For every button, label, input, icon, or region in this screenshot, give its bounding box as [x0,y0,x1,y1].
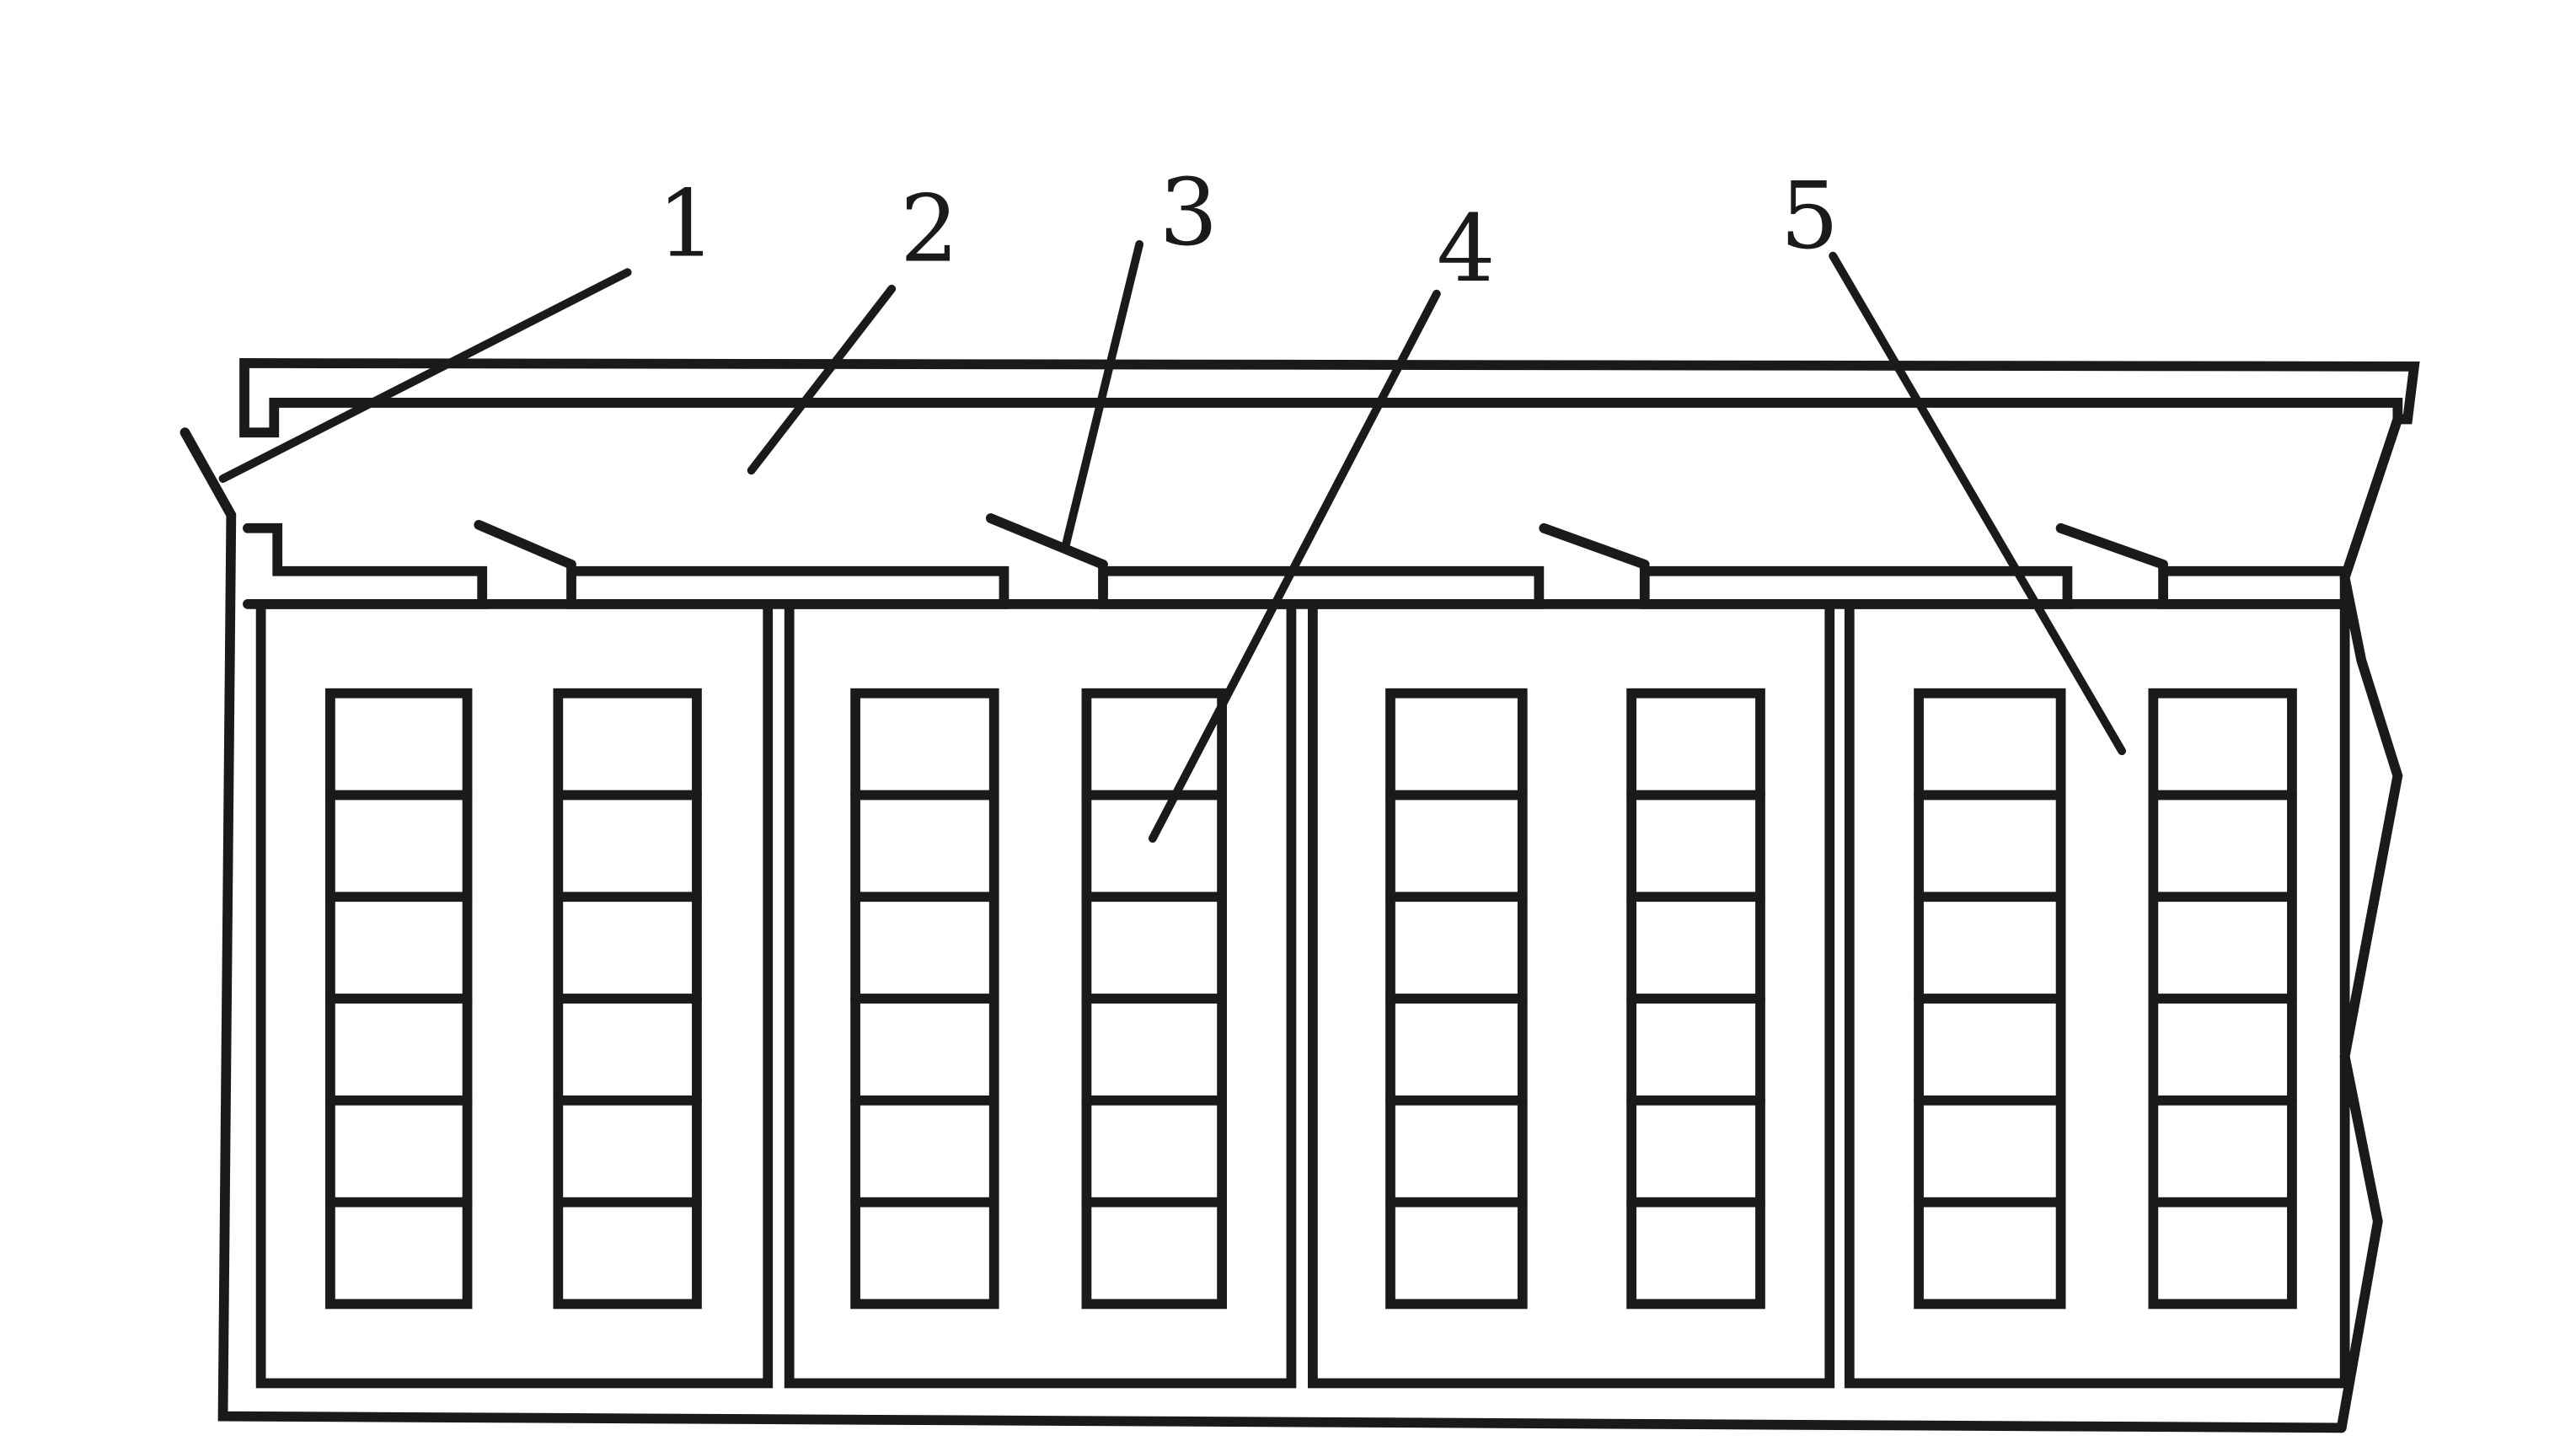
leader-line-1 [218,268,632,483]
label-1: 1 [657,170,716,278]
chambers-group [255,599,2350,1389]
baffle-2 [985,513,1108,570]
rack-2-2 [1081,688,1227,1310]
leader-line-5 [1829,251,2127,756]
chamber-4-wall [1844,599,2350,1389]
leader-line-4 [1148,289,1441,843]
leader-line-2 [747,284,897,475]
outer-wall [179,427,2347,1433]
chamber-2-wall [784,599,1297,1389]
label-5: 5 [1780,162,1839,270]
baffle-1 [474,520,576,570]
plate-segment-1 [243,522,488,609]
rack-4-2 [2148,688,2297,1310]
chamber-4 [1844,599,2350,1389]
chamber-3 [1308,599,1835,1389]
rack-2-1 [850,688,999,1310]
outer-casing [179,358,2420,1433]
top-cover [239,358,2420,438]
right-break-edge [2336,414,2403,1433]
baffle-4 [2055,522,2168,570]
label-4: 4 [1437,195,1496,303]
chamber-2 [784,599,1297,1389]
callout-labels: 1 2 3 4 5 [657,158,1839,303]
rack-4-1 [1914,688,2066,1310]
label-3: 3 [1159,158,1218,266]
rack-3-2 [1626,688,1765,1310]
chamber-1 [255,599,774,1389]
label-2: 2 [900,175,959,283]
leader-lines [218,239,2127,843]
leader-line-3 [1061,239,1144,553]
rack-3-1 [1385,688,1528,1310]
rack-1-2 [553,688,702,1310]
chamber-3-wall [1308,599,1835,1389]
chamber-1-wall [255,599,774,1389]
rack-1-1 [325,688,473,1310]
baffle-3 [1539,522,1650,570]
